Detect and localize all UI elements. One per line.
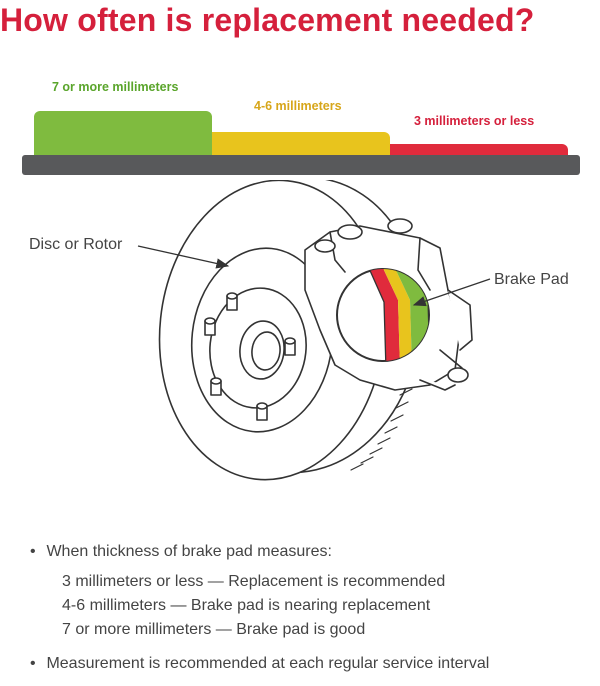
- note-item-nearing: 4-6 millimeters — Brake pad is nearing r…: [62, 597, 431, 614]
- lug-studs: [204, 292, 296, 421]
- rotor-callout-arrow: [137, 245, 230, 269]
- hub: [209, 287, 307, 409]
- note-intro-text: When thickness of brake pad measures:: [46, 543, 332, 560]
- brake-pad-label: Brake Pad: [494, 271, 569, 288]
- brake-disc-diagram: [137, 180, 491, 481]
- note-service: • Measurement is recommended at each reg…: [30, 652, 489, 676]
- bar-good-thickness: [34, 111, 212, 163]
- label-good-thickness: 7 or more millimeters: [52, 80, 179, 94]
- note-service-text: Measurement is recommended at each regul…: [46, 655, 490, 672]
- label-replace-thickness: 3 millimeters or less: [414, 114, 535, 128]
- label-nearing-thickness: 4-6 millimeters: [254, 99, 342, 113]
- note-intro: • When thickness of brake pad measures:: [30, 540, 332, 564]
- bar-baseline: [22, 155, 580, 175]
- page-title: How often is replacement needed?: [0, 2, 535, 38]
- bullet: •: [30, 543, 36, 560]
- note-item-replace: 3 millimeters or less — Replacement is r…: [62, 573, 446, 590]
- note-item-good: 7 or more millimeters — Brake pad is goo…: [62, 621, 366, 638]
- rotor-vent-slots: [350, 388, 413, 471]
- rotor-label: Disc or Rotor: [29, 236, 123, 253]
- bullet: •: [30, 655, 36, 672]
- pad-callout-arrow: [412, 278, 491, 307]
